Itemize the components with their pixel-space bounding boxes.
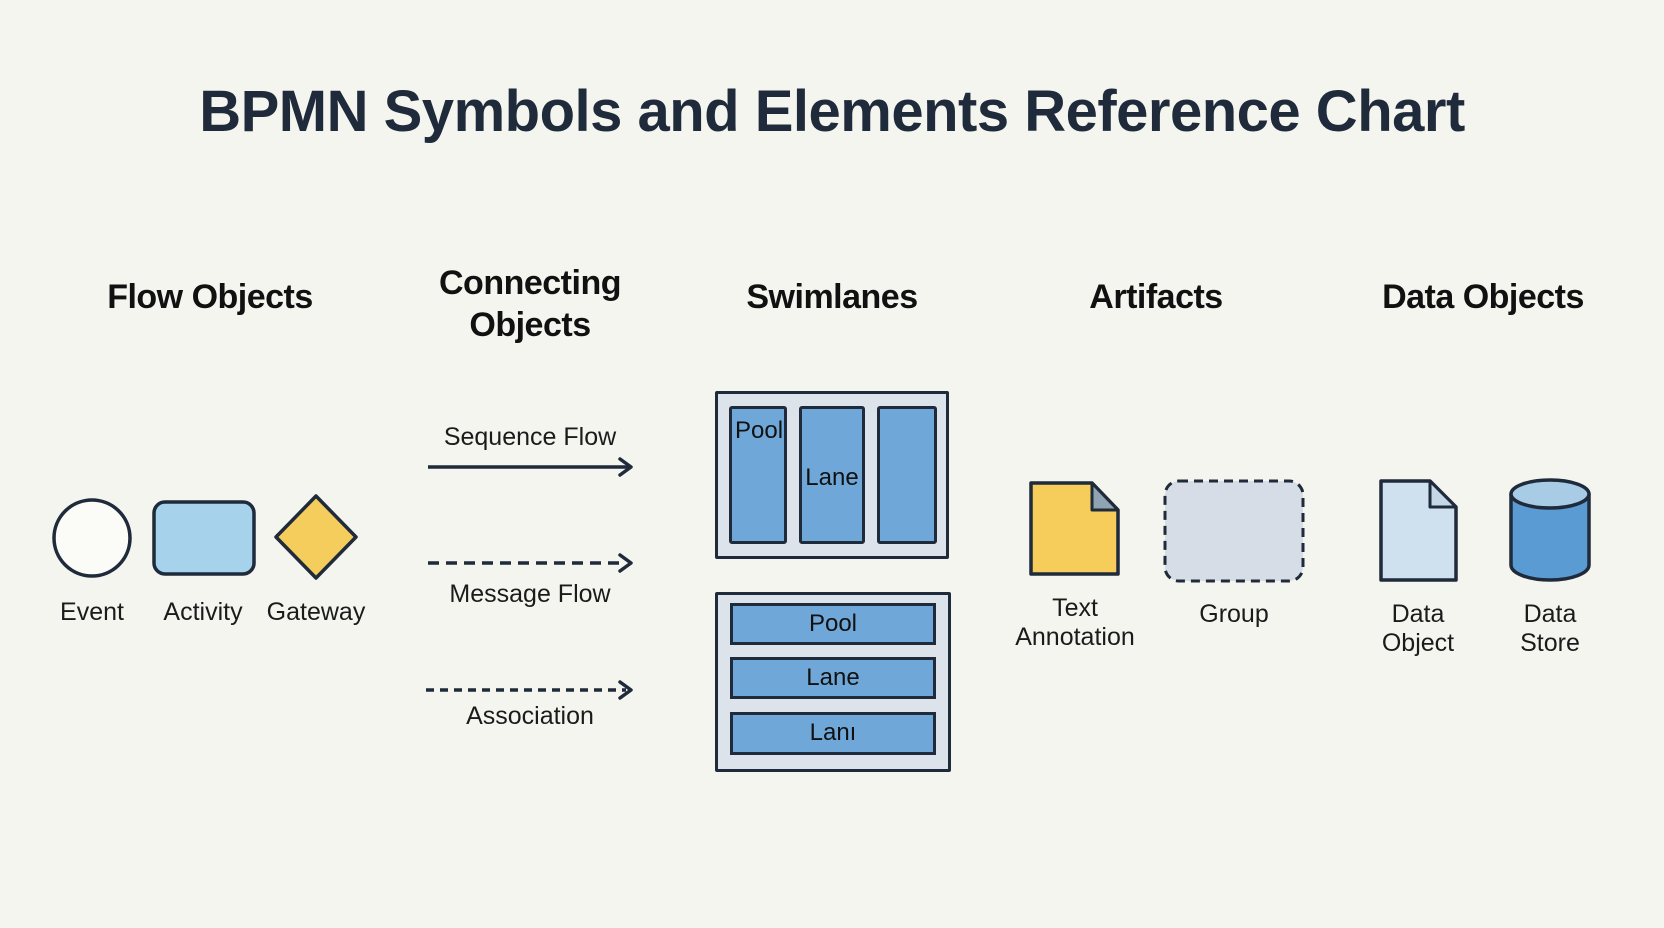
vertical-pool-label: Pool <box>735 417 784 444</box>
message-flow-arrow-icon <box>428 553 633 573</box>
heading-connecting-line1: Connecting <box>439 264 621 302</box>
label-data-object-line1: Data <box>1391 600 1445 628</box>
horizontal-lane-2: Lane <box>730 657 936 699</box>
vertical-lane-3 <box>877 406 937 544</box>
label-data-store-line2: Store <box>1520 629 1580 657</box>
heading-swimlanes: Swimlanes <box>746 278 918 316</box>
association-arrow-icon <box>426 680 633 700</box>
label-data-object-line2: Object <box>1381 629 1455 657</box>
gateway-icon <box>274 494 358 580</box>
sequence-flow-arrow-icon <box>428 457 633 477</box>
horizontal-lane-label-3: Lanı <box>809 719 857 746</box>
group-icon <box>1163 479 1305 583</box>
heading-artifacts: Artifacts <box>1089 278 1223 316</box>
label-text-annotation: Text Annotation <box>1000 594 1150 652</box>
activity-icon <box>152 500 256 576</box>
vertical-lane-1: Pool <box>729 406 787 544</box>
label-gateway: Gateway <box>266 598 366 626</box>
label-message-flow: Message Flow <box>449 580 611 608</box>
label-data-store: Data Store <box>1492 600 1608 658</box>
label-association: Association <box>466 702 594 730</box>
horizontal-lane-1: Pool <box>730 603 936 645</box>
label-data-object: Data Object <box>1360 600 1476 658</box>
heading-data-objects: Data Objects <box>1382 278 1584 316</box>
label-text-annotation-line2: Annotation <box>1015 623 1135 651</box>
horizontal-lane-label-2: Lane <box>806 664 860 691</box>
horizontal-lane-label-1: Pool <box>808 610 858 637</box>
page-title: BPMN Symbols and Elements Reference Char… <box>199 79 1465 144</box>
text-annotation-icon <box>1029 481 1120 576</box>
label-activity: Activity <box>163 598 243 626</box>
heading-flow-objects: Flow Objects <box>107 278 313 316</box>
vertical-lane-2: Lane <box>799 406 865 544</box>
data-object-icon <box>1379 479 1458 582</box>
vertical-lane-label: Lane <box>805 464 859 491</box>
label-text-annotation-line1: Text <box>1052 594 1098 622</box>
label-data-store-line1: Data <box>1523 600 1577 628</box>
heading-connecting-line2: Objects <box>469 306 591 344</box>
horizontal-lane-3: Lanı <box>730 712 936 755</box>
label-event: Event <box>60 598 124 626</box>
label-group: Group <box>1199 600 1269 628</box>
event-icon <box>52 498 132 578</box>
data-store-icon <box>1509 478 1591 582</box>
heading-connecting-objects: Connecting Objects <box>380 262 680 346</box>
label-sequence-flow: Sequence Flow <box>443 423 617 451</box>
